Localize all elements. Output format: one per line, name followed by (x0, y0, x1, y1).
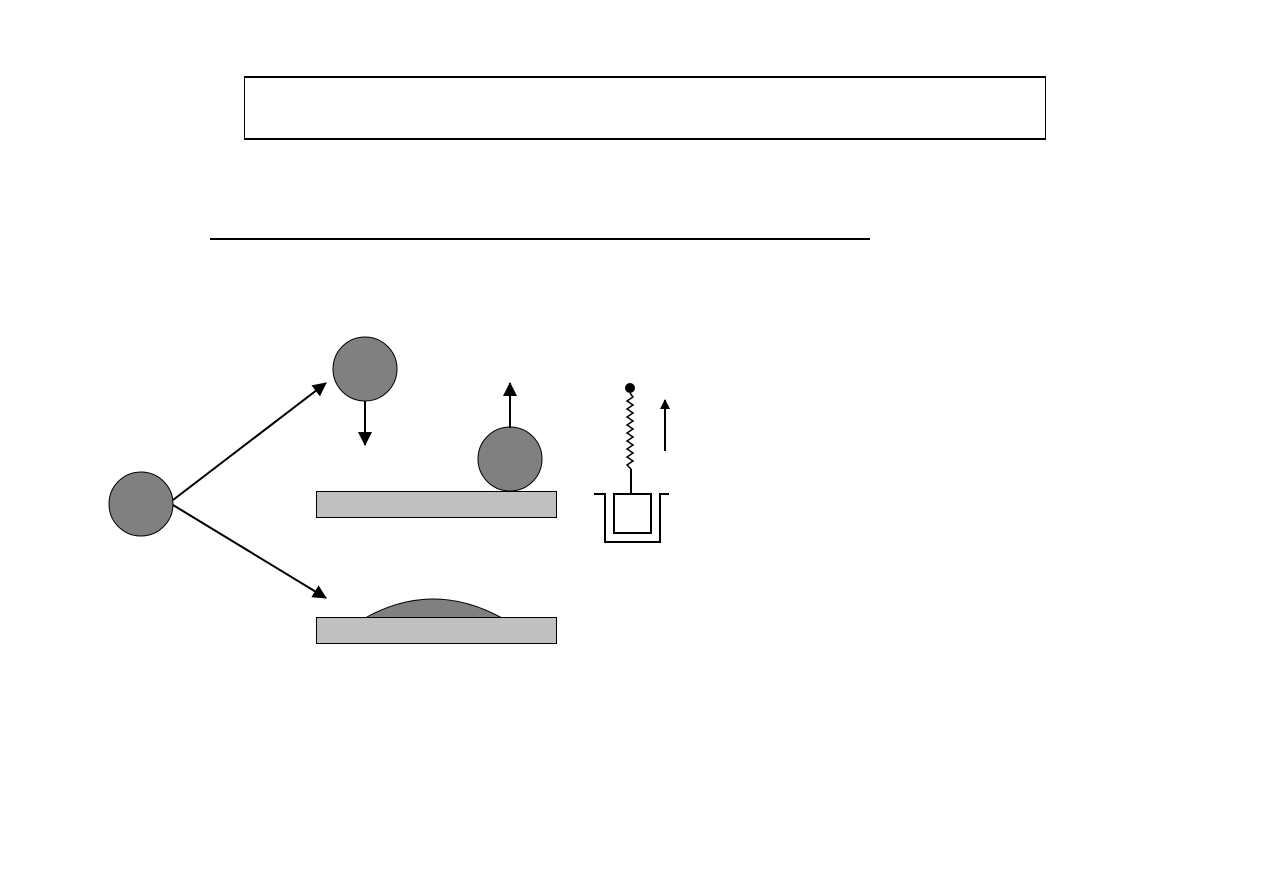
surface-bottom (316, 617, 557, 644)
surface-top (316, 491, 557, 518)
arrow-to-elastic (172, 382, 327, 501)
spring-dashpot-icon (594, 383, 669, 543)
falling-ball (332, 336, 398, 402)
initial-ball (108, 471, 174, 537)
title-box (244, 76, 1046, 140)
arrow-to-inelastic (172, 504, 327, 599)
flattened-blob (363, 598, 503, 619)
bouncing-ball (477, 426, 543, 492)
